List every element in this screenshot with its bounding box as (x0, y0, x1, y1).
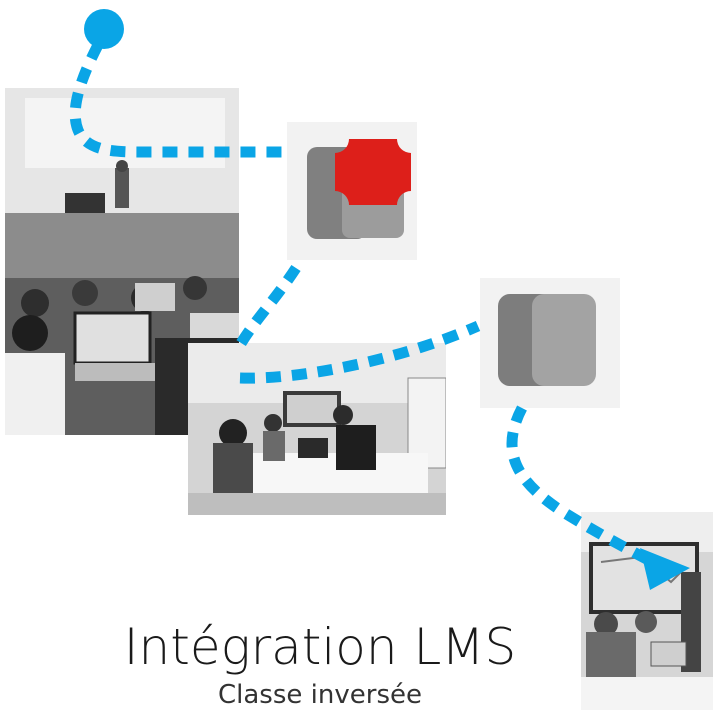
overlapping-squares-icon (480, 278, 620, 408)
overlapping-squares-red-icon (287, 122, 417, 260)
page-title: Intégration LMS (123, 618, 517, 676)
meeting-room-photo (188, 343, 446, 515)
start-point-icon (84, 9, 124, 49)
page-subtitle: Classe inversée (218, 680, 422, 710)
